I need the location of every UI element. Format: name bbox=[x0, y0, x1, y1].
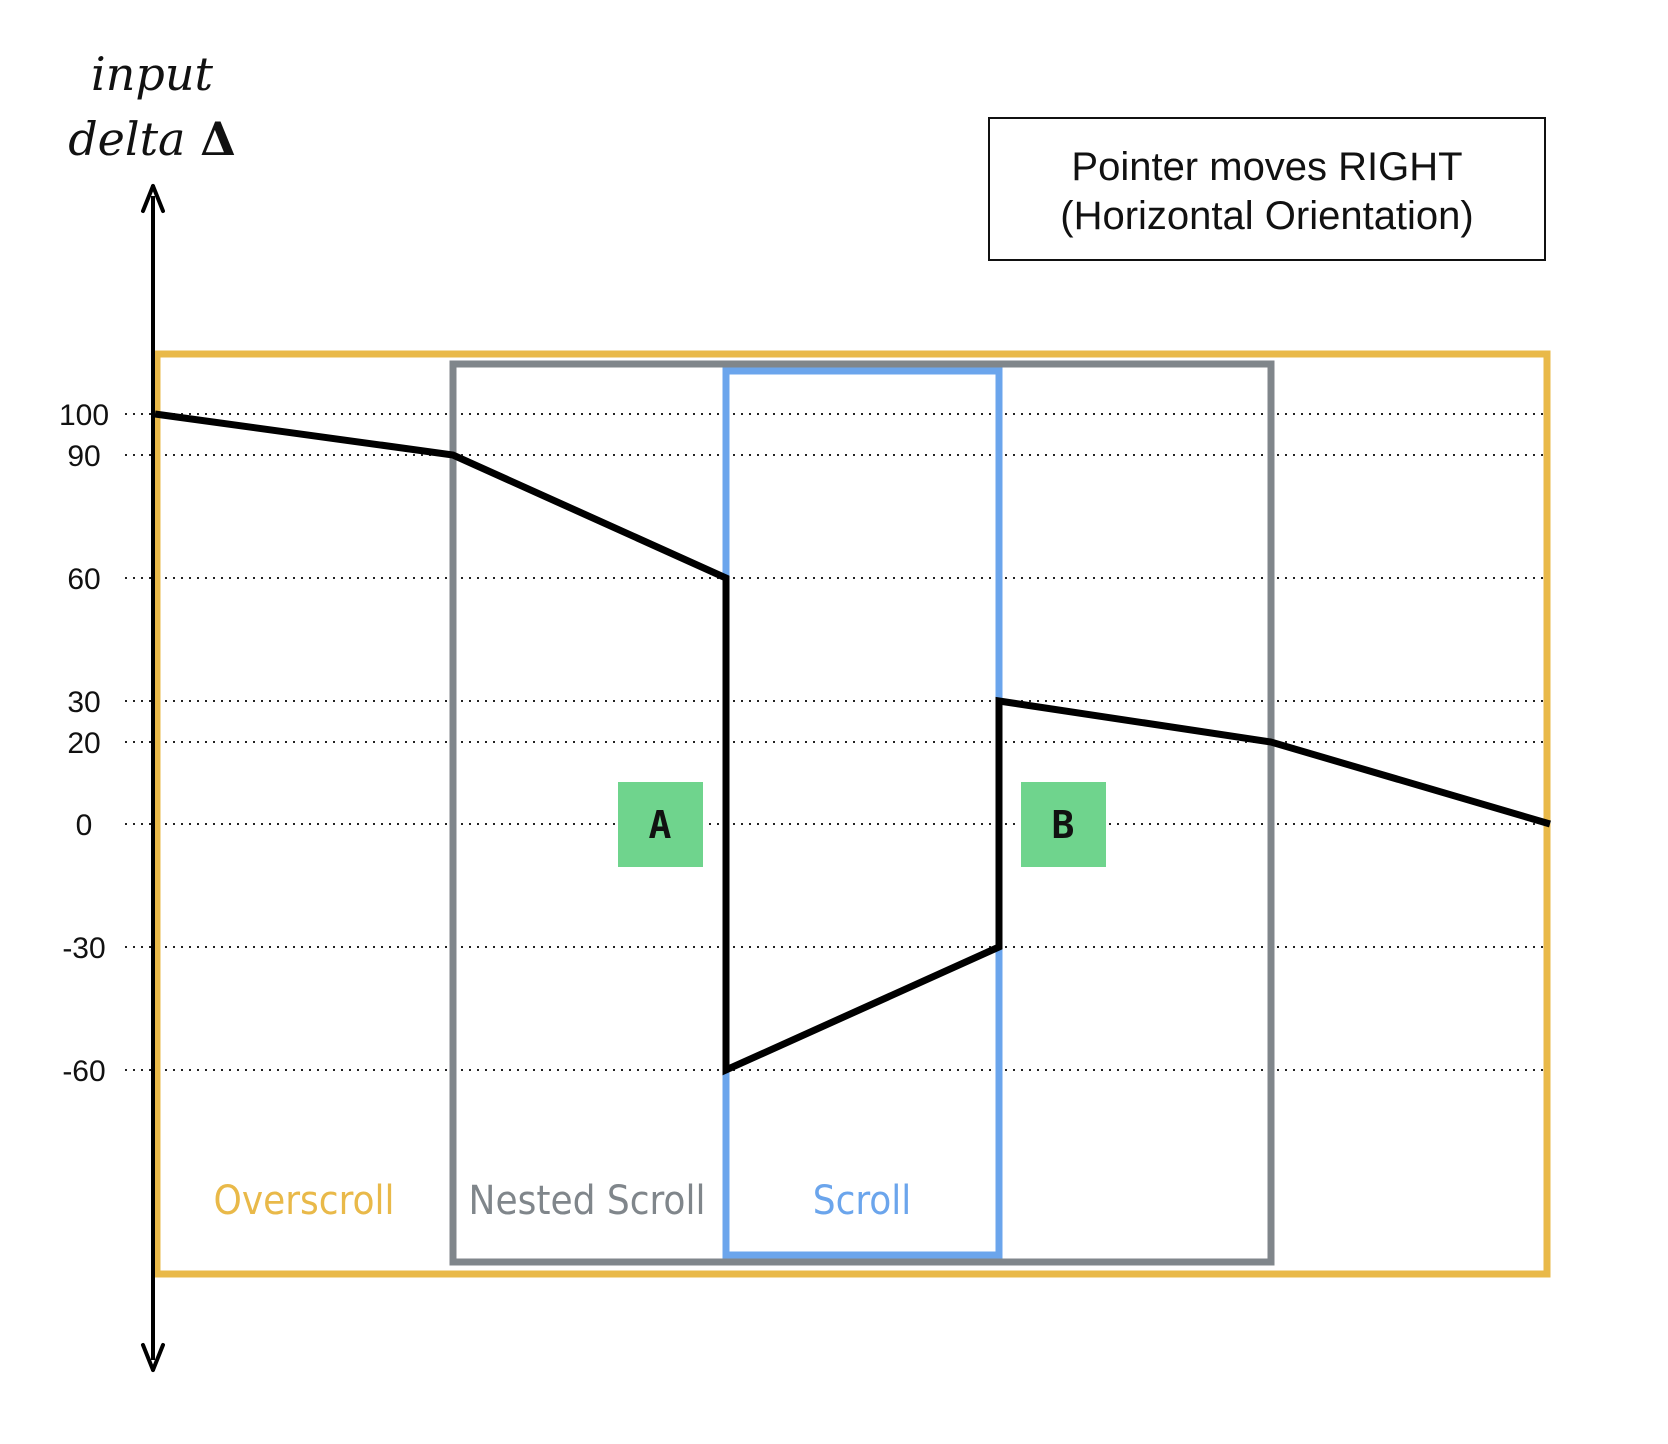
axis-label-delta: delta Δ bbox=[68, 112, 236, 166]
orientation-legend: Pointer moves RIGHT (Horizontal Orientat… bbox=[988, 117, 1546, 261]
axis-label-delta-word: delta bbox=[68, 112, 185, 166]
legend-box bbox=[988, 117, 1546, 261]
nested-scroll-region-box bbox=[449, 360, 1275, 1266]
arrow-up-icon bbox=[141, 184, 165, 213]
overscroll-region-box bbox=[153, 350, 1551, 1278]
y-tick-label: 100 bbox=[59, 399, 109, 432]
delta-symbol: Δ bbox=[200, 112, 236, 166]
y-tick-label: 20 bbox=[67, 727, 100, 760]
marker-a-label: A bbox=[649, 803, 672, 847]
grid-lines bbox=[125, 413, 1550, 1071]
marker-a: A bbox=[618, 782, 703, 867]
input-delta-curve bbox=[154, 410, 1551, 1076]
scroll-label: Scroll bbox=[813, 1178, 912, 1224]
y-tick-labels: 100 90 60 30 20 0 -30 -60 bbox=[59, 399, 109, 1088]
y-tick-label: 90 bbox=[67, 440, 100, 473]
y-tick-label: 60 bbox=[67, 563, 100, 596]
marker-b-box bbox=[1021, 782, 1106, 867]
scroll-region-box bbox=[722, 367, 1003, 1259]
arrow-down-icon bbox=[141, 1343, 165, 1372]
y-tick-label: -60 bbox=[62, 1055, 105, 1088]
overscroll-label: Overscroll bbox=[214, 1178, 395, 1224]
legend-line-1: Pointer moves RIGHT bbox=[1071, 145, 1462, 189]
nested-scroll-label: Nested Scroll bbox=[469, 1178, 706, 1224]
y-tick-label: -30 bbox=[62, 932, 105, 965]
marker-a-box bbox=[618, 782, 703, 867]
y-axis bbox=[141, 184, 165, 1372]
y-tick-label: 30 bbox=[67, 686, 100, 719]
axis-label-input: input bbox=[91, 47, 213, 101]
y-tick-label: 0 bbox=[76, 809, 93, 842]
legend-line-2: (Horizontal Orientation) bbox=[1060, 194, 1474, 238]
marker-b: B bbox=[1021, 782, 1106, 867]
marker-b-label: B bbox=[1052, 803, 1075, 847]
